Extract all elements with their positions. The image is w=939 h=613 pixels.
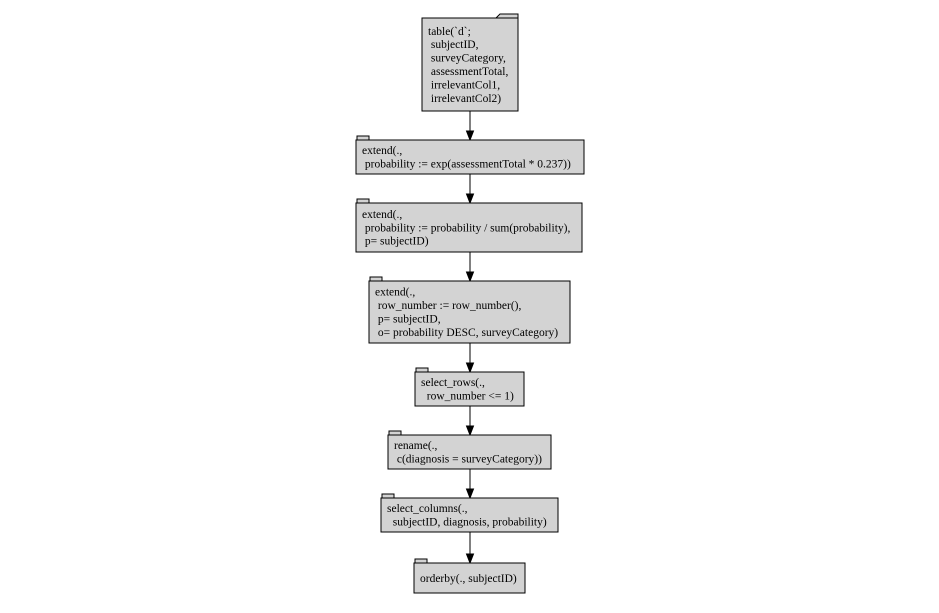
- arrowhead-icon: [465, 193, 475, 205]
- node-orderby: orderby(., subjectID): [413, 558, 526, 594]
- node-label-line: row_number <= 1): [421, 390, 514, 402]
- node-extend-probability-normalize: extend(., probability := probability / s…: [355, 198, 583, 253]
- node-box: [414, 371, 525, 407]
- node-label-line: subjectID,: [428, 39, 479, 51]
- node-rename: rename(., c(diagnosis = surveyCategory)): [387, 430, 552, 470]
- node-label-line: extend(.,: [362, 145, 402, 157]
- folder-tab: [356, 135, 370, 141]
- node-label-line: subjectID, diagnosis, probability): [387, 516, 547, 528]
- nodes-layer: table(`d`; subjectID, surveyCategory, as…: [355, 13, 585, 594]
- node-label-line: select_rows(.,: [421, 377, 485, 389]
- node-source-table: table(`d`; subjectID, surveyCategory, as…: [421, 13, 519, 112]
- node-label-line: c(diagnosis = surveyCategory)): [394, 453, 542, 465]
- node-label-line: irrelevantCol2): [428, 93, 501, 105]
- node-label-line: row_number := row_number(),: [375, 300, 521, 312]
- node-label-line: rename(.,: [394, 440, 438, 452]
- arrowhead-icon: [465, 425, 475, 437]
- node-select-rows: select_rows(., row_number <= 1): [414, 367, 525, 407]
- node-box: [387, 434, 552, 470]
- node-select-columns: select_columns(., subjectID, diagnosis, …: [380, 493, 559, 533]
- node-label-line: select_columns(.,: [387, 503, 468, 515]
- arrowhead-icon: [465, 362, 475, 374]
- node-label-line: table(`d`;: [428, 26, 471, 38]
- edge-arrow: [465, 111, 475, 142]
- node-box: [355, 202, 583, 253]
- arrowhead-icon: [465, 553, 475, 565]
- node-label-line: probability := probability / sum(probabi…: [362, 222, 570, 234]
- folder-tab: [415, 367, 429, 373]
- node-box: [421, 17, 519, 112]
- node-box: [413, 562, 526, 594]
- node-box: [380, 497, 559, 533]
- edges-layer: [465, 111, 475, 565]
- node-extend-probability-exp: extend(., probability := exp(assessmentT…: [355, 135, 585, 175]
- node-extend-row-number: extend(., row_number := row_number(), p=…: [368, 276, 571, 344]
- folder-tab: [356, 198, 370, 204]
- node-label-line: irrelevantCol1,: [428, 79, 500, 91]
- node-label-line: surveyCategory,: [428, 53, 506, 65]
- node-label-line: o= probability DESC, surveyCategory): [375, 327, 558, 339]
- edge-arrow: [465, 252, 475, 283]
- node-label-line: p= subjectID): [362, 236, 429, 248]
- folder-tab: [414, 558, 428, 564]
- edge-arrow: [465, 174, 475, 205]
- folder-tab: [381, 493, 395, 499]
- node-label-line: orderby(., subjectID): [420, 573, 517, 585]
- folder-tab: [388, 430, 402, 436]
- arrowhead-icon: [465, 488, 475, 500]
- node-label-line: extend(.,: [375, 287, 415, 299]
- node-label-line: extend(.,: [362, 209, 402, 221]
- node-box: [355, 139, 585, 175]
- node-label-line: p= subjectID,: [375, 313, 441, 325]
- folder-tab: [369, 276, 383, 282]
- node-label-line: probability := exp(assessmentTotal * 0.2…: [362, 158, 571, 170]
- folder-tab: [422, 13, 519, 19]
- edge-arrow: [465, 343, 475, 374]
- arrowhead-icon: [465, 130, 475, 142]
- node-label-line: assessmentTotal,: [428, 66, 508, 78]
- edge-arrow: [465, 532, 475, 565]
- edge-arrow: [465, 406, 475, 437]
- node-box: [368, 280, 571, 344]
- edge-arrow: [465, 469, 475, 500]
- arrowhead-icon: [465, 271, 475, 283]
